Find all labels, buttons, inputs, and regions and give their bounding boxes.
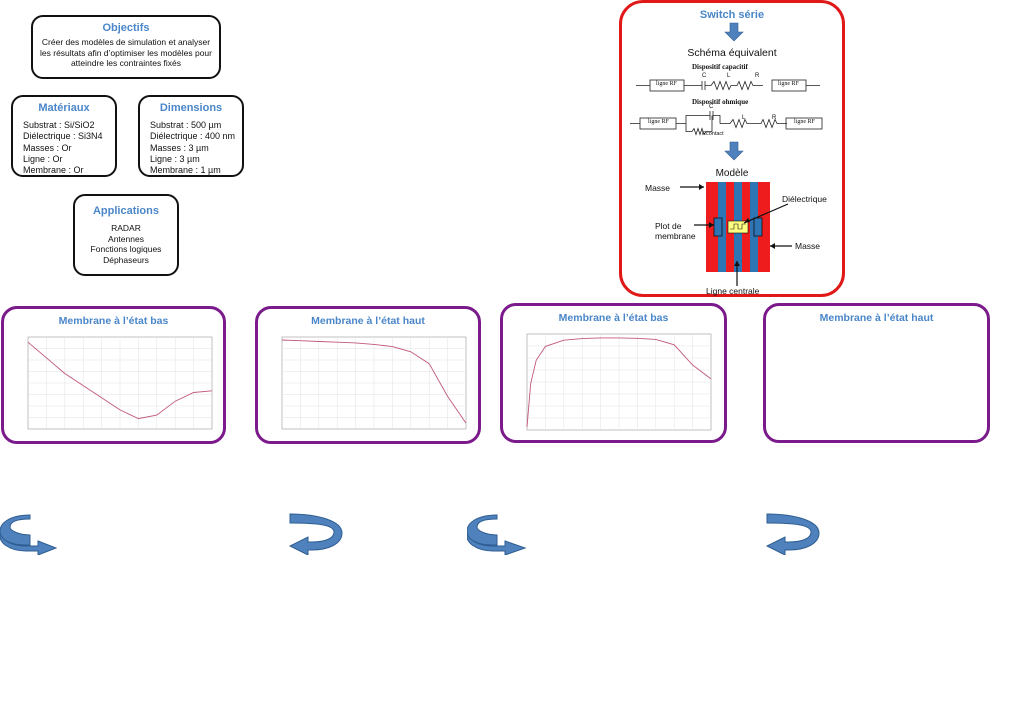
series-line — [526, 337, 712, 427]
panel-4: Membrane à l’état haut — [763, 303, 990, 443]
masse-left-label: Masse — [645, 183, 671, 193]
objectifs-line: les résultats afin d’optimiser les modèl… — [40, 47, 212, 58]
panel-1: Membrane à l’état bas — [1, 306, 226, 444]
comp-l-label: L — [742, 115, 746, 121]
line-chart-3 — [526, 333, 712, 431]
materiaux-title: Matériaux — [38, 102, 90, 114]
materiaux-item: Ligne : Or — [23, 153, 63, 164]
dimensions-list: Substrat : 500 µm Diélectrique : 400 nm … — [140, 120, 242, 176]
applications-item: Déphaseurs — [103, 254, 149, 265]
comp-l-label: L — [727, 73, 731, 79]
series-line — [281, 339, 467, 424]
capacitif-label: Dispositif capacitif — [692, 63, 748, 71]
materiaux-item: Membrane : Or — [23, 165, 84, 175]
dimensions-item: Membrane : 1 µm — [150, 165, 221, 175]
line-chart-1 — [27, 336, 213, 430]
comp-r-label: R — [755, 73, 760, 79]
plot-membrane-label: Plot de membrane — [655, 221, 696, 241]
rf-line-label: ligne RF — [778, 81, 799, 87]
series-line — [27, 341, 213, 420]
circular-arrow-left-icon — [765, 513, 820, 555]
panel-title: Membrane à l’état bas — [58, 315, 169, 327]
switch-title: Switch série — [699, 9, 765, 21]
applications-item: Antennes — [108, 233, 144, 244]
materiaux-item: Diélectrique : Si3N4 — [23, 131, 103, 142]
panel-title: Membrane à l’état haut — [819, 312, 934, 324]
switch-diagram — [630, 22, 823, 286]
applications-title: Applications — [92, 205, 159, 217]
down-arrow-icon — [724, 141, 744, 161]
membrane-anchor-right — [753, 217, 763, 237]
materiaux-item: Masses : Or — [23, 142, 72, 153]
comp-c-label: C — [709, 104, 714, 110]
circular-arrow-right-icon — [0, 514, 58, 555]
circular-arrow-left-icon — [288, 513, 343, 555]
ohmique-label: Dispositif ohmique — [692, 98, 749, 106]
applications-item: RADAR — [111, 223, 141, 233]
panel-title: Membrane à l’état haut — [311, 315, 425, 327]
schema-label: Schéma équivalent — [687, 47, 777, 59]
dimensions-box: Dimensions Substrat : 500 µm Diélectriqu… — [138, 95, 244, 177]
dimensions-title: Dimensions — [159, 102, 223, 114]
dimensions-item: Ligne : 3 µm — [150, 153, 200, 164]
capacitive-circuit — [636, 80, 820, 91]
applications-list: RADAR Antennes Fonctions logiques Déphas… — [75, 223, 177, 266]
objectifs-box: Objectifs Créer des modèles de simulatio… — [31, 15, 221, 79]
line-chart-2 — [281, 336, 467, 430]
comp-rcontact-label: Rcontact — [702, 131, 724, 137]
objectifs-line: atteindre les contraintes fixés — [70, 58, 182, 69]
dimensions-item: Diélectrique : 400 nm — [150, 131, 236, 142]
circular-arrow-right-icon — [467, 514, 527, 555]
materiaux-box: Matériaux Substrat : Si/SiO2 Diélectriqu… — [11, 95, 117, 177]
masse-right-label: Masse — [795, 241, 821, 251]
membrane-anchor-left — [713, 217, 723, 237]
down-arrow-icon — [724, 22, 744, 42]
masse-left-block — [706, 182, 718, 272]
modele-label: Modèle — [715, 168, 749, 179]
objectifs-line: Créer des modèles de simulation et analy… — [41, 37, 211, 47]
rf-line-label: ligne RF — [656, 81, 677, 87]
materiaux-list: Substrat : Si/SiO2 Diélectrique : Si3N4 … — [13, 120, 115, 176]
masse-right-block — [758, 182, 770, 272]
switch-serie-box: Switch série — [619, 0, 845, 297]
applications-box: Applications RADAR Antennes Fonctions lo… — [73, 194, 179, 276]
dimensions-item: Substrat : 500 µm — [150, 120, 222, 130]
dielectrique-label: Diélectrique — [782, 194, 827, 204]
materiaux-item: Substrat : Si/SiO2 — [23, 120, 95, 130]
panel-title: Membrane à l’état bas — [558, 312, 669, 324]
applications-item: Fonctions logiques — [90, 244, 162, 255]
plot-membrane-line: Plot de — [655, 221, 682, 231]
arrow-dielectrique — [743, 203, 789, 224]
dimensions-item: Masses : 3 µm — [150, 142, 209, 153]
rf-line-label: ligne RF — [794, 119, 815, 125]
plot-membrane-line: membrane — [655, 231, 696, 242]
rf-line-label: ligne RF — [648, 119, 669, 125]
objectifs-title: Objectifs — [102, 22, 150, 34]
objectifs-text: Créer des modèles de simulation et analy… — [33, 37, 219, 69]
panel-2: Membrane à l’état haut — [255, 306, 481, 444]
comp-c-label: C — [702, 73, 707, 79]
panel-3: Membrane à l’état bas — [500, 303, 727, 443]
ligne-centrale-label: Ligne centrale — [706, 286, 760, 296]
comp-r-label: R — [772, 115, 777, 121]
